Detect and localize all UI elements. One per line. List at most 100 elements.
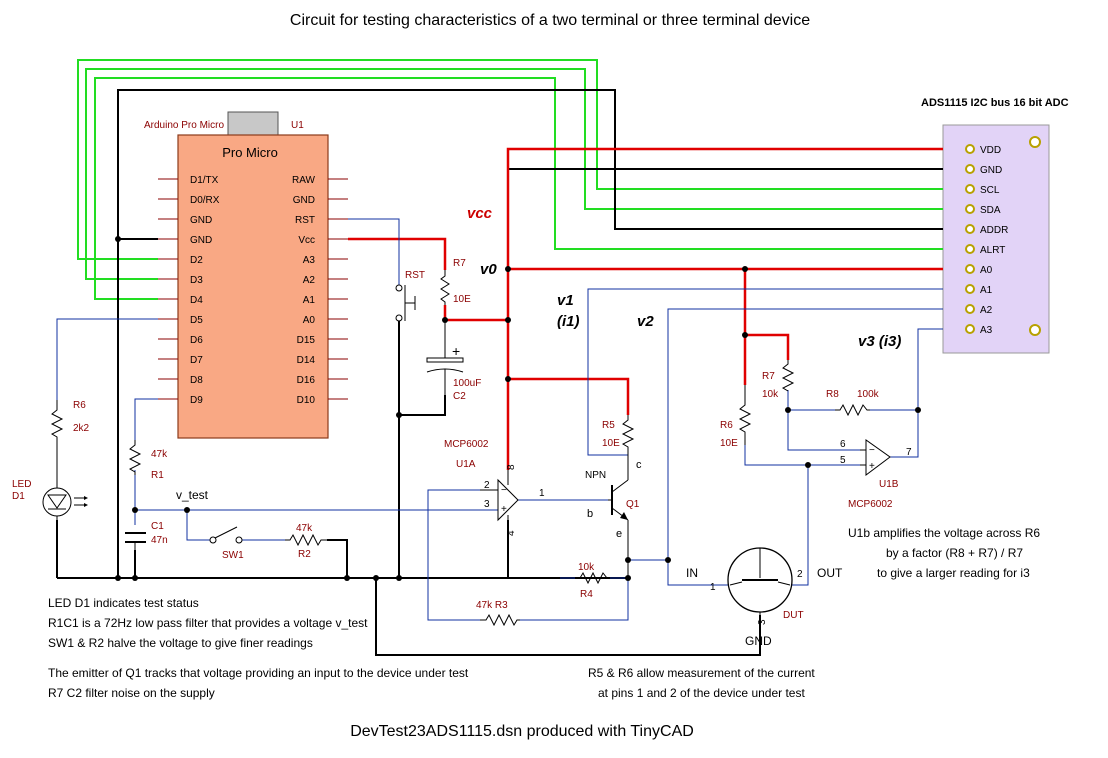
svg-text:10E: 10E bbox=[453, 294, 471, 305]
mcu-pin-label: D4 bbox=[190, 295, 203, 306]
svg-text:R7: R7 bbox=[453, 258, 466, 269]
mcu-pin-left: D9 bbox=[158, 395, 203, 406]
svg-text:b: b bbox=[587, 508, 593, 520]
junction bbox=[505, 376, 511, 382]
svg-text:R2: R2 bbox=[298, 549, 311, 560]
resistor-r7-gain: R7 10k bbox=[762, 360, 795, 400]
adc-pin-label: A0 bbox=[980, 265, 993, 276]
svg-text:R5: R5 bbox=[602, 420, 615, 431]
adc-pin-label: ALRT bbox=[980, 245, 1005, 256]
junction bbox=[132, 575, 138, 581]
mcu-pin-right: D10 bbox=[297, 395, 348, 406]
svg-text:7: 7 bbox=[906, 447, 912, 458]
adc-pin-label: SDA bbox=[980, 205, 1001, 216]
net-v3: v3 (i3) bbox=[858, 333, 901, 350]
junction bbox=[184, 507, 190, 513]
mcu-pin-label: D2 bbox=[190, 255, 203, 266]
adc-pin: A1 bbox=[965, 284, 993, 296]
mcu-pin-left: D8 bbox=[158, 375, 203, 386]
net-v0: v0 bbox=[480, 261, 497, 278]
mcu-pin-left: D4 bbox=[158, 295, 203, 306]
junction bbox=[505, 266, 511, 272]
svg-text:U1b amplifies the voltage acro: U1b amplifies the voltage across R6 bbox=[848, 526, 1040, 540]
mcu-pin-label: A0 bbox=[303, 315, 316, 326]
mcu-pin-label: D14 bbox=[297, 355, 316, 366]
mcu-pin-label: RST bbox=[295, 215, 315, 226]
mcu-pin-label: A3 bbox=[303, 255, 316, 266]
svg-text:3: 3 bbox=[484, 499, 490, 510]
wire-d9-r1 bbox=[134, 398, 158, 440]
resistor-r7-supply: R7 10E bbox=[440, 258, 471, 305]
mcu-pin-label: D9 bbox=[190, 395, 203, 406]
svg-text:2: 2 bbox=[797, 569, 803, 580]
svg-text:U1A: U1A bbox=[456, 459, 476, 470]
svg-text:10E: 10E bbox=[602, 438, 620, 449]
footer-caption: DevTest23ADS1115.dsn produced with TinyC… bbox=[350, 723, 694, 740]
black-wires bbox=[56, 89, 943, 656]
svg-text:D1: D1 bbox=[12, 491, 25, 502]
wire-vcc-r7 bbox=[348, 237, 447, 270]
mcu-pin-right: A3 bbox=[303, 255, 348, 266]
resistor-r2: 47k R2 bbox=[285, 523, 327, 560]
wire-c2-gnd bbox=[398, 395, 446, 578]
svg-text:10E: 10E bbox=[720, 438, 738, 449]
svg-text:47k: 47k bbox=[296, 523, 313, 534]
mcu-pin-right: A0 bbox=[303, 315, 348, 326]
capacitor-c2: + 100uF C2 bbox=[426, 320, 481, 402]
svg-text:+: + bbox=[452, 343, 460, 359]
svg-text:2k2: 2k2 bbox=[73, 423, 90, 434]
mcu-pin-label: GND bbox=[190, 235, 212, 246]
wire-a1 bbox=[587, 288, 943, 456]
resistor-r6-led: R6 2k2 bbox=[50, 400, 90, 450]
transistor-q1: NPN Q1 b c e bbox=[585, 459, 642, 578]
resistor-r8: R8 100k bbox=[826, 389, 880, 417]
svg-text:+: + bbox=[869, 461, 875, 472]
svg-text:OUT: OUT bbox=[817, 566, 843, 580]
switch-sw1: SW1 bbox=[209, 526, 244, 561]
mcu-pin-left: D2 bbox=[158, 255, 203, 266]
svg-text:−: − bbox=[501, 485, 507, 496]
svg-text:C2: C2 bbox=[453, 391, 466, 402]
mcu-pin-right: RAW bbox=[292, 175, 348, 186]
svg-text:NPN: NPN bbox=[585, 470, 606, 481]
mcu-pin-right: D15 bbox=[297, 335, 348, 346]
mcu-pin-left: D0/RX bbox=[158, 195, 220, 206]
mcu-pin-label: GND bbox=[190, 215, 212, 226]
svg-text:to give a larger reading for i: to give a larger reading for i3 bbox=[877, 566, 1030, 580]
adc-pin: SCL bbox=[965, 184, 1000, 196]
adc-body bbox=[942, 124, 1050, 354]
pro-micro-module: Arduino Pro Micro U1 Pro Micro D1/TXD0/R… bbox=[144, 111, 348, 439]
mcu-pin-label: D6 bbox=[190, 335, 203, 346]
mcu-pin-left: GND bbox=[158, 235, 212, 246]
wire-d3-sda bbox=[85, 68, 943, 280]
wire-r7g-bottom bbox=[787, 390, 860, 451]
wire-vtest-sw bbox=[186, 510, 210, 541]
pro-micro-name: Pro Micro bbox=[222, 145, 278, 160]
mcu-pin-left: D6 bbox=[158, 335, 203, 346]
svg-text:The emitter of Q1 tracks that: The emitter of Q1 tracks that voltage pr… bbox=[48, 666, 469, 680]
svg-text:SW1 & R2 halve the voltage to: SW1 & R2 halve the voltage to give finer… bbox=[48, 636, 313, 650]
wire-dut-gnd bbox=[375, 578, 761, 656]
mcu-pin-left: D5 bbox=[158, 315, 203, 326]
svg-text:10k: 10k bbox=[762, 389, 779, 400]
junction bbox=[373, 575, 379, 581]
resistor-r3: 47k R3 bbox=[476, 600, 520, 627]
junction bbox=[505, 317, 511, 323]
mcu-pin-right: D14 bbox=[297, 355, 348, 366]
junction bbox=[915, 407, 921, 413]
svg-text:Q1: Q1 bbox=[626, 499, 640, 510]
pro-micro-ref: U1 bbox=[291, 120, 304, 131]
svg-text:1: 1 bbox=[710, 582, 716, 593]
adc-pin-label: ADDR bbox=[980, 225, 1008, 236]
svg-text:47n: 47n bbox=[151, 535, 168, 546]
svg-text:R8: R8 bbox=[826, 389, 839, 400]
junction bbox=[132, 507, 138, 513]
mcu-pin-label: RAW bbox=[292, 175, 316, 186]
wire-r6-bottom bbox=[744, 445, 809, 560]
capacitor-c1: C1 47n bbox=[125, 521, 168, 550]
svg-text:3: 3 bbox=[757, 619, 768, 625]
mcu-pin-label: D5 bbox=[190, 315, 203, 326]
